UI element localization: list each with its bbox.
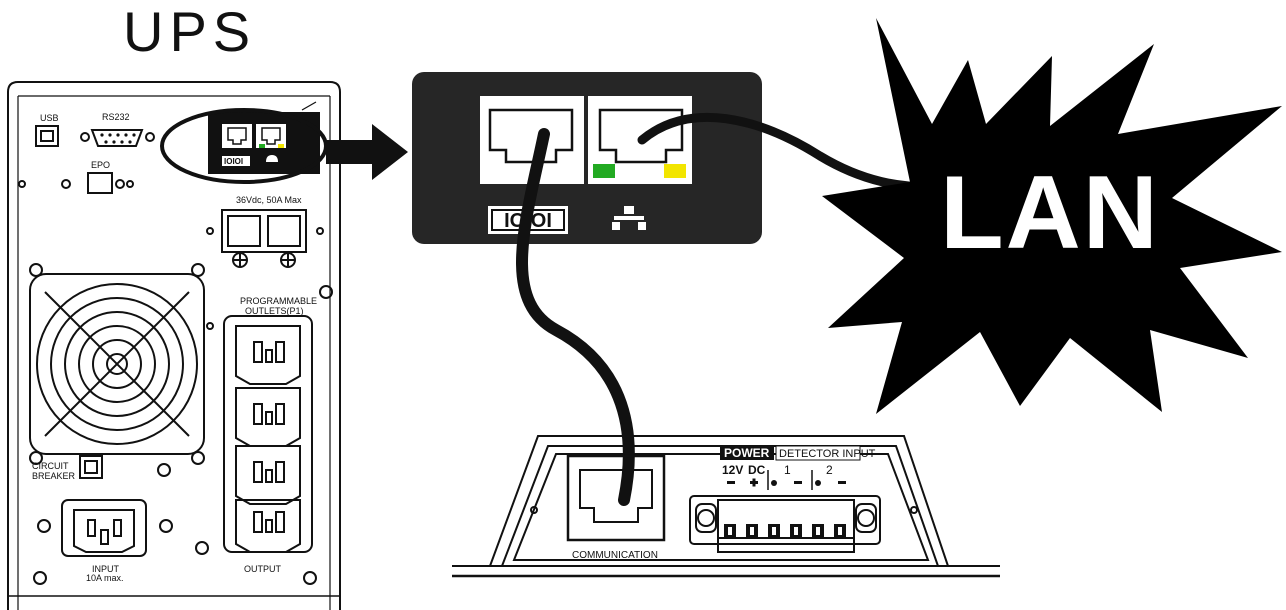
outlets-label-line1: PROGRAMMABLE (240, 296, 317, 306)
terminal-input2-label: 2 (826, 463, 833, 477)
outlet-3 (236, 446, 300, 504)
breaker-label-line2: BREAKER (32, 471, 76, 481)
outlet-2 (236, 388, 300, 446)
usb-port (36, 126, 58, 146)
programmable-outlets-area (224, 316, 312, 552)
terminal-12v-label: 12V (722, 463, 743, 477)
detector-input-label: DETECTOR INPUT (779, 448, 876, 460)
input-label-line2: 10A max. (86, 573, 124, 583)
terminal-dc-label: DC (748, 463, 766, 477)
circuit-breaker (80, 456, 102, 478)
rs232-port (92, 130, 142, 146)
link-led (593, 164, 615, 178)
power-label: POWER (724, 446, 770, 460)
cooling-fan (30, 264, 332, 464)
terminal-input1-label: 1 (784, 463, 791, 477)
network-card-zoom: IOIOI (412, 72, 762, 244)
battery-rating-label: 36Vdc, 50A Max (236, 195, 302, 205)
output-label: OUTPUT (244, 564, 282, 574)
breaker-label-line1: CIRCUIT (32, 461, 69, 471)
outlet-1 (236, 326, 300, 384)
activity-led (664, 164, 686, 178)
epo-terminal (88, 173, 112, 193)
lan-network-cloud: LAN (822, 18, 1282, 414)
detector-communication-port (568, 456, 664, 540)
usb-label: USB (40, 113, 59, 123)
card-mini-port-label: IOIOI (224, 157, 243, 166)
zoom-arrow (326, 124, 408, 180)
rs232-label: RS232 (102, 112, 130, 122)
communication-label: COMMUNICATION (572, 550, 658, 561)
lan-label: LAN (940, 155, 1160, 271)
detector-terminal-block (690, 496, 880, 552)
epo-label: EPO (91, 160, 110, 170)
outlets-label-line2: OUTLETS(P1) (245, 306, 304, 316)
outlet-4 (236, 500, 300, 552)
